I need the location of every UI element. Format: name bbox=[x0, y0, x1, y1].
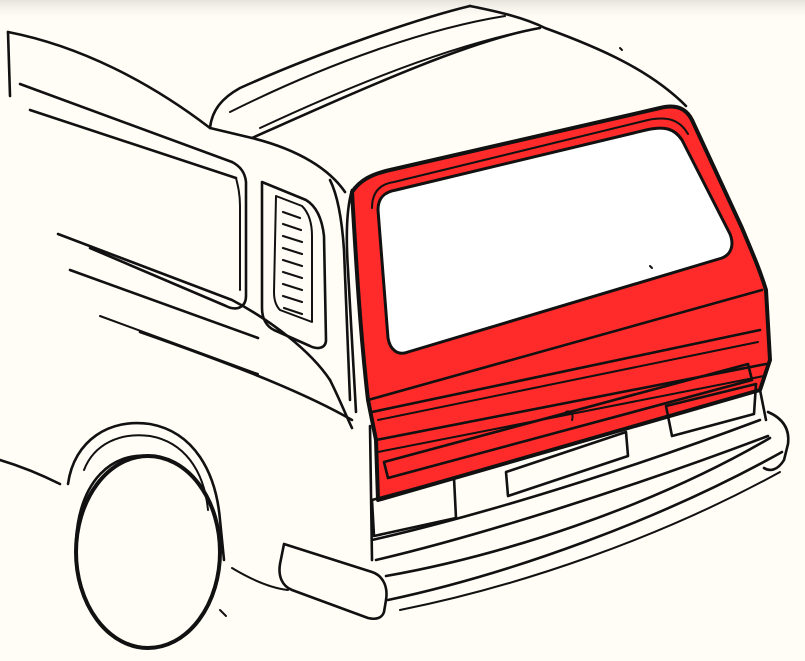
right-tail-light bbox=[664, 382, 758, 438]
license-plate-recess bbox=[504, 430, 630, 498]
rear-pillar bbox=[328, 178, 358, 414]
van-roof bbox=[6, 4, 688, 194]
rear-bumper bbox=[278, 410, 790, 621]
rear-lower-panel bbox=[368, 388, 770, 562]
van-side-body bbox=[0, 30, 354, 486]
rear-window bbox=[371, 117, 734, 355]
rear-wheel-arch bbox=[66, 421, 226, 562]
side-vent bbox=[260, 180, 328, 350]
ground-marks bbox=[219, 47, 653, 617]
top-fade bbox=[0, 0, 805, 22]
rear-wheel bbox=[74, 454, 289, 650]
